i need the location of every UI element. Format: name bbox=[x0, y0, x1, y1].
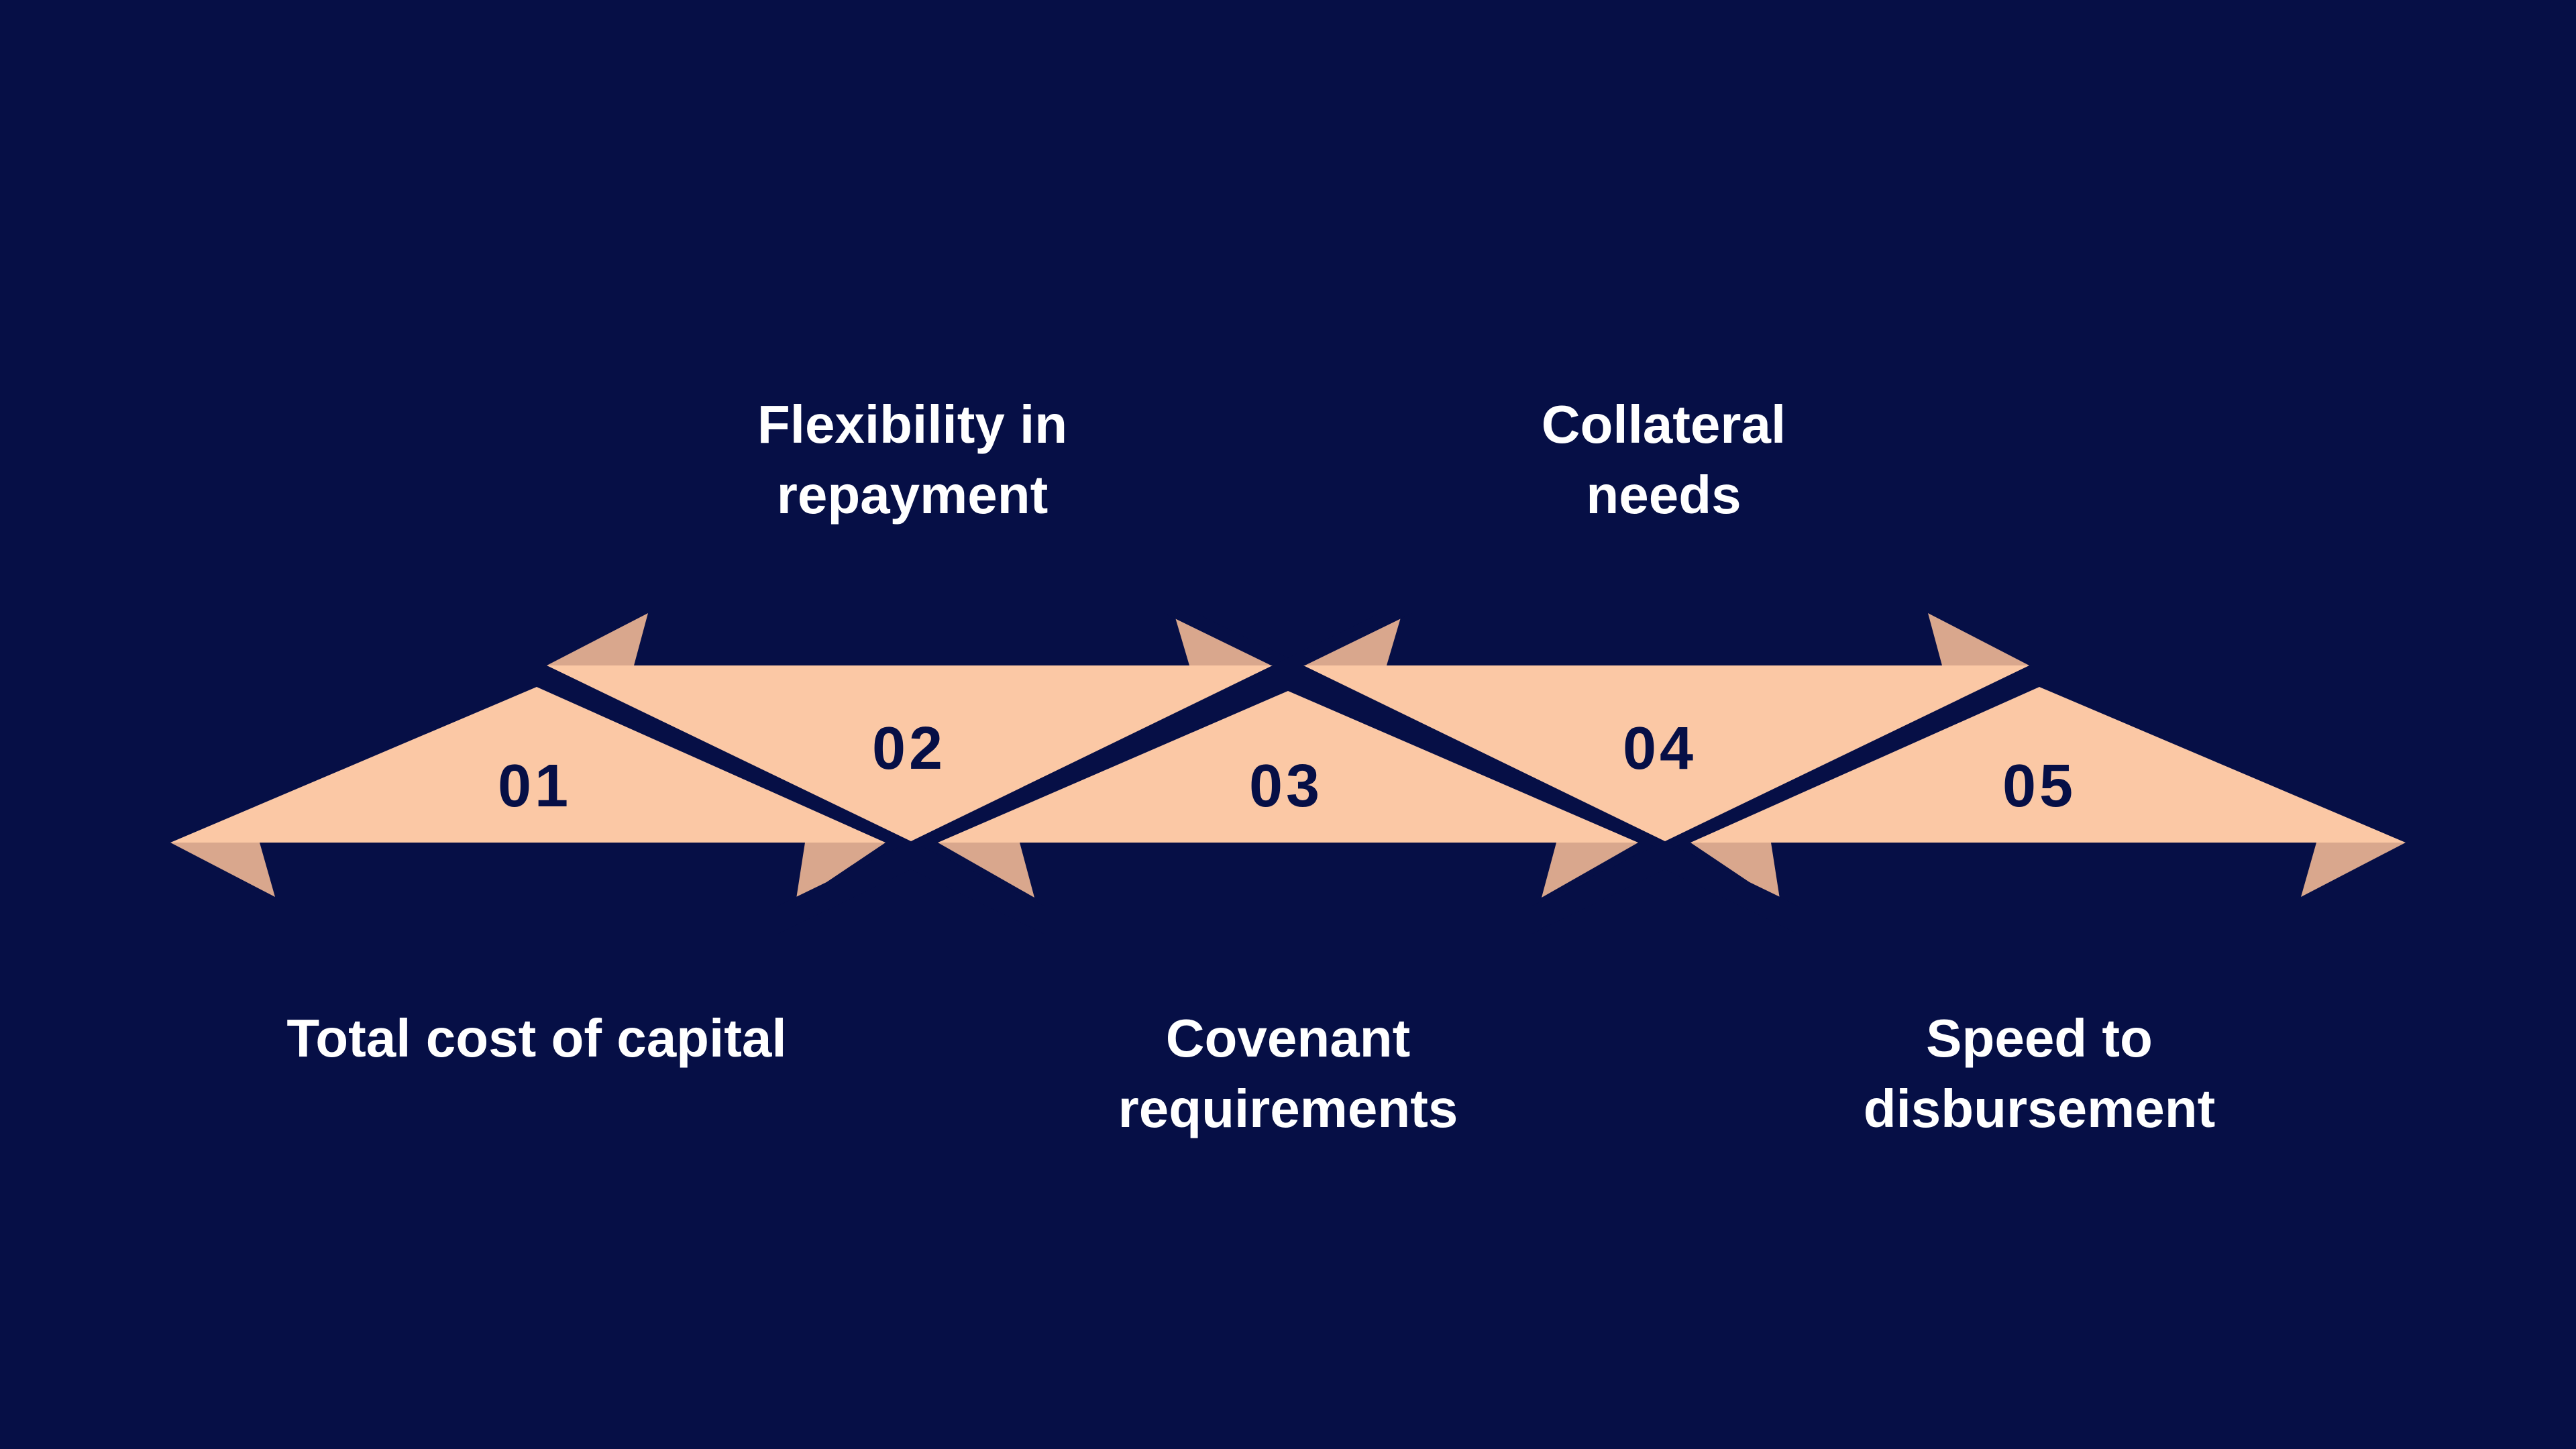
step-3-label-line-2: requirements bbox=[1118, 1079, 1458, 1138]
cross-arm-n4-right bbox=[1665, 841, 1798, 934]
step-2-arrow-segment bbox=[547, 665, 1273, 841]
step-4-arrow-segment bbox=[1303, 665, 2029, 841]
left-tip-fold bbox=[170, 843, 275, 897]
cross-arm-n3-right bbox=[1273, 613, 1412, 665]
cross-arm-n3-left bbox=[1164, 613, 1303, 665]
arrowhead-fold-step2-tip bbox=[547, 613, 648, 665]
step-1-number: 01 bbox=[498, 753, 572, 820]
step-5-label-line-2: disbursement bbox=[1864, 1079, 2216, 1138]
arrowhead-fold-step4-tip bbox=[1928, 613, 2029, 665]
step-3-arrow-segment bbox=[938, 691, 1638, 843]
step-1-arrow-segment bbox=[170, 687, 885, 843]
crossing-fold-n4-left bbox=[1542, 843, 1638, 898]
cross-arm-n2-left bbox=[778, 841, 911, 934]
step-5-arrow-segment bbox=[1690, 687, 2406, 843]
cross-arm-n2-right bbox=[911, 841, 1044, 934]
step-4-label-line-2: needs bbox=[1586, 465, 1741, 525]
right-tip-fold bbox=[2301, 843, 2406, 897]
step-5-label-line-1: Speed to bbox=[1926, 1008, 2153, 1068]
crossing-fold-n2-right bbox=[938, 843, 1034, 898]
step-1-label-line-1: Total cost of capital bbox=[286, 1008, 786, 1068]
step-4-number: 04 bbox=[1623, 715, 1697, 782]
step-2-label-line-2: repayment bbox=[777, 465, 1049, 525]
step-2-number: 02 bbox=[872, 715, 946, 782]
step-4-label-line-1: Collateral bbox=[1542, 394, 1786, 454]
cross-arm-n4-left bbox=[1532, 841, 1665, 934]
step-3-number: 03 bbox=[1249, 753, 1323, 820]
step-5-number: 05 bbox=[2002, 753, 2076, 820]
step-3-label-line-1: Covenant bbox=[1166, 1008, 1411, 1068]
step-2-label-line-1: Flexibility in bbox=[757, 394, 1067, 454]
